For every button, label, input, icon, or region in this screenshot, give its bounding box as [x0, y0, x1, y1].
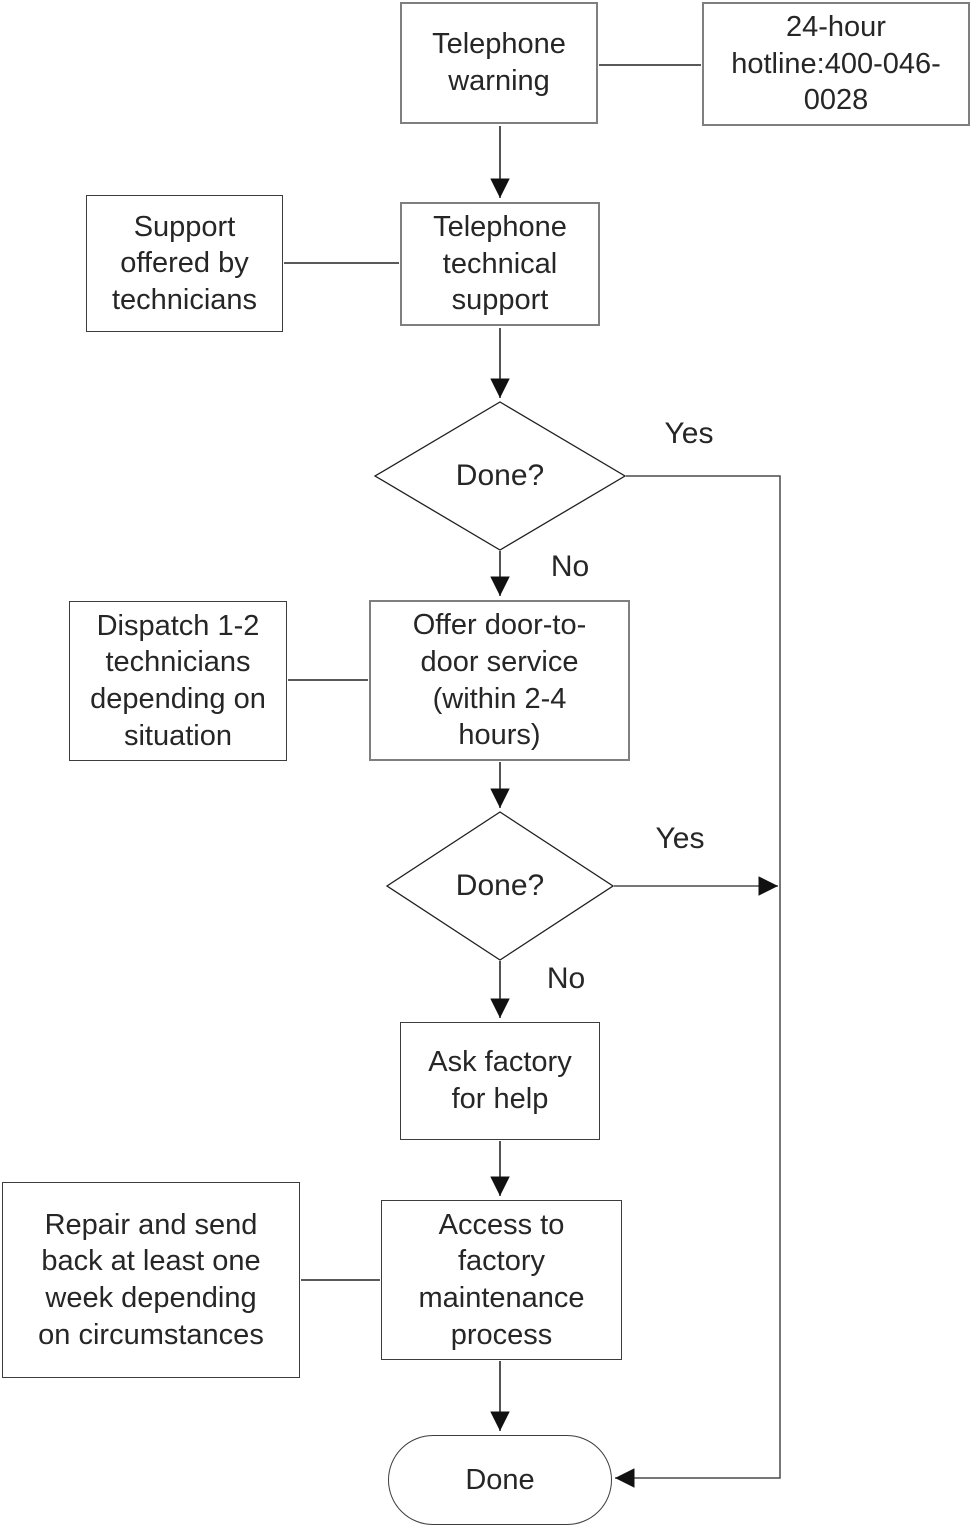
node-ask-factory-label: Ask factory for help [428, 1046, 572, 1115]
decision-diamond-2 [385, 811, 615, 961]
node-access-factory-maintenance-label: Access to factory maintenance process [418, 1208, 585, 1351]
decision-1-label: Done? [455, 459, 545, 492]
node-repair-send-back: Repair and send back at least one week d… [2, 1182, 300, 1378]
node-support-offered: Support offered by technicians [86, 195, 283, 332]
node-hotline: 24-hour hotline:400-046- 0028 [702, 2, 970, 126]
decision-2-label: Done? [455, 869, 545, 902]
node-telephone-technical-support-label: Telephone technical support [433, 211, 567, 317]
node-telephone-warning: Telephone warning [400, 2, 598, 124]
node-dispatch-technicians-label: Dispatch 1-2 technicians depending on si… [90, 609, 266, 752]
edge-label-yes-1: Yes [664, 417, 714, 450]
node-telephone-warning-label: Telephone warning [432, 28, 566, 97]
node-repair-send-back-label: Repair and send back at least one week d… [38, 1208, 264, 1351]
node-done-terminator-label: Done [465, 1463, 535, 1496]
decision-diamond-1 [373, 401, 627, 551]
edge-label-yes-2: Yes [655, 822, 705, 855]
edge-label-no-1: No [550, 550, 590, 583]
node-access-factory-maintenance: Access to factory maintenance process [381, 1200, 622, 1360]
edge-decision1-yes-rail-to-done [615, 475, 781, 1488]
node-offer-door-to-door: Offer door-to- door service (within 2-4 … [369, 600, 630, 761]
node-hotline-label: 24-hour hotline:400-046- 0028 [731, 11, 941, 117]
node-done-terminator: Done [388, 1435, 612, 1525]
node-dispatch-technicians: Dispatch 1-2 technicians depending on si… [69, 601, 287, 761]
node-ask-factory: Ask factory for help [400, 1022, 600, 1140]
node-offer-door-to-door-label: Offer door-to- door service (within 2-4 … [412, 609, 587, 752]
edge-label-no-2: No [546, 962, 586, 995]
node-telephone-technical-support: Telephone technical support [400, 202, 600, 326]
node-support-offered-label: Support offered by technicians [111, 210, 258, 316]
